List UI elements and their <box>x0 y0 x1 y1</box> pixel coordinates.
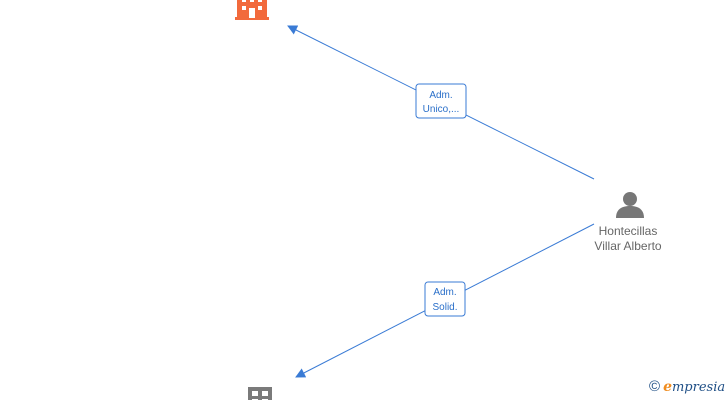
brand-initial: e <box>663 379 672 395</box>
building-icon <box>235 0 269 20</box>
person-icon <box>616 192 644 218</box>
edge-bottom-label-line2: Solid. <box>432 302 457 313</box>
company-node-top[interactable] <box>235 0 269 20</box>
person-name-line2: Villar Alberto <box>594 239 662 253</box>
person-name-line1: Hontecillas <box>598 224 658 238</box>
building-icon <box>248 387 272 400</box>
edge-bottom: Adm. Solid. <box>295 223 595 378</box>
edge-bottom-label-line1: Adm. <box>433 287 456 298</box>
edge-top-label[interactable]: Adm. Unico,... <box>415 83 467 119</box>
edge-top-label-line2: Unico,... <box>423 104 460 115</box>
edge-bottom-label-box <box>424 281 466 317</box>
person-name-label[interactable]: Hontecillas Villar Alberto <box>568 224 688 254</box>
edge-top-label-line1: Adm. <box>429 90 452 101</box>
edge-bottom-label[interactable]: Adm. Solid. <box>424 281 466 317</box>
empresia-watermark: ©empresia <box>649 378 725 395</box>
edge-top: Adm. Unico,... <box>287 25 595 180</box>
copyright-symbol: © <box>649 378 661 395</box>
brand-name: mpresia <box>671 380 726 395</box>
person-node[interactable] <box>616 192 644 218</box>
edge-top-label-box <box>415 83 467 119</box>
company-node-bottom[interactable] <box>248 387 272 400</box>
